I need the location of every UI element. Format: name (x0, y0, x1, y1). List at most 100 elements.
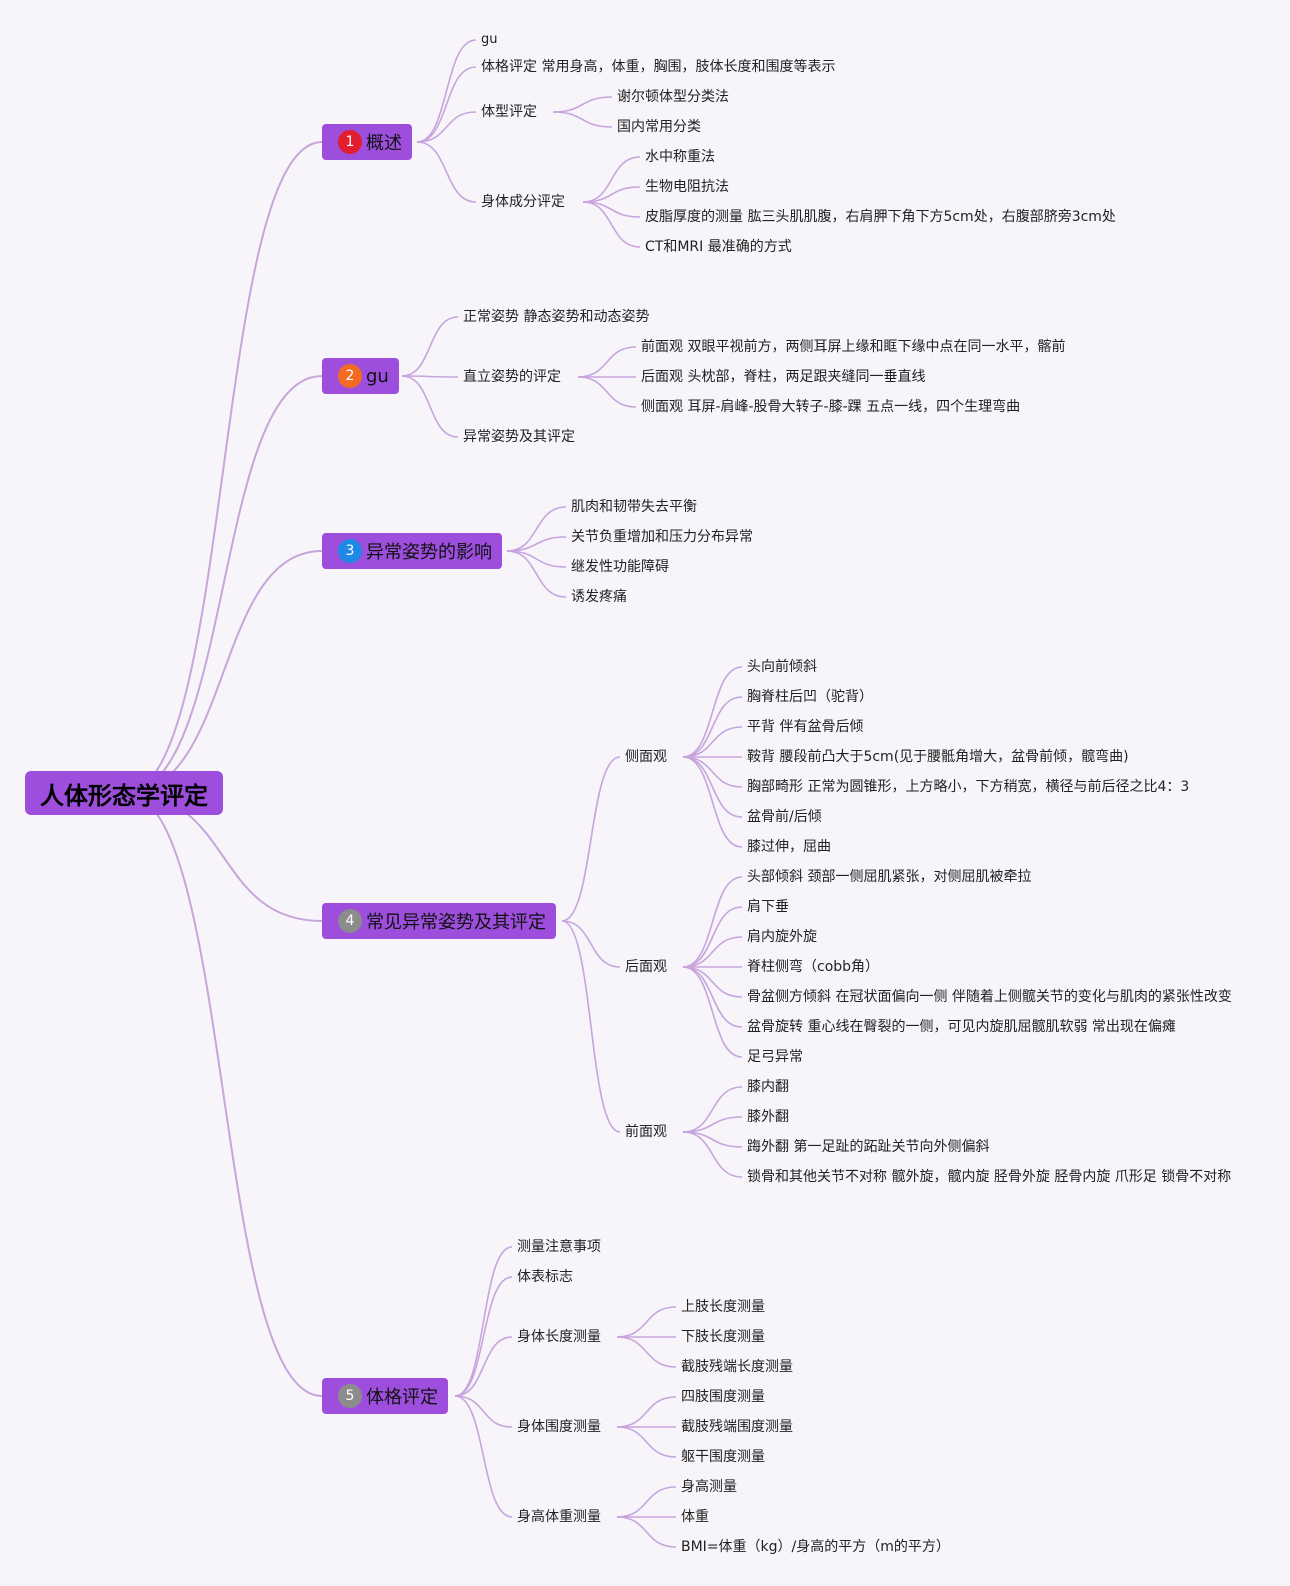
connector-line (454, 1336, 513, 1397)
topic-shoulder-rotation[interactable]: 肩内旋外旋 (747, 929, 817, 945)
branch-overview[interactable]: 1 概述 (322, 124, 412, 160)
topic-lower-limb-length[interactable]: 下肢长度测量 (681, 1329, 765, 1345)
connector-line (561, 756, 621, 922)
topic-head-tilt[interactable]: 头部倾斜 颈部一侧屈肌紧张，对侧屈肌被牵拉 (747, 869, 1032, 885)
topic-weight[interactable]: 体重 (681, 1509, 709, 1525)
connector-line (401, 316, 459, 377)
connector-line (682, 966, 743, 1028)
topic-pelvic-tilt[interactable]: 盆骨前/后倾 (747, 809, 822, 825)
number-3-icon: 3 (338, 539, 362, 563)
connector-line (682, 756, 743, 788)
topic-upright-posture[interactable]: 直立姿势的评定 (463, 369, 561, 385)
branch-label: 概述 (366, 133, 402, 154)
topic-pelvic-rotation[interactable]: 盆骨旋转 重心线在臀裂的一侧，可见内旋肌屈髋肌软弱 常出现在偏瘫 (747, 1019, 1176, 1035)
branch-abnormal-effects[interactable]: 3 异常姿势的影响 (322, 533, 502, 569)
topic-domestic-class[interactable]: 国内常用分类 (617, 119, 701, 135)
topic-stump-circumference[interactable]: 截肢残端围度测量 (681, 1419, 793, 1435)
connector-line (682, 906, 743, 968)
topic-secondary-dysfunction[interactable]: 继发性功能障碍 (571, 559, 669, 575)
connector-line (416, 141, 477, 203)
connector-line (552, 111, 613, 128)
connector-line (124, 792, 323, 1397)
topic-ct-mri[interactable]: CT和MRI 最准确的方式 (645, 239, 792, 255)
branch-label: 体格评定 (366, 1387, 438, 1408)
topic-chest-deformity[interactable]: 胸部畸形 正常为圆锥形，上方略小，下方稍宽，横径与前后径之比4：3 (747, 779, 1190, 795)
number-2-icon: 2 (338, 364, 362, 388)
topic-forward-head[interactable]: 头向前倾斜 (747, 659, 817, 675)
topic-arch-abnormality[interactable]: 足弓异常 (747, 1049, 803, 1065)
topic-anterior-view[interactable]: 前面观 (625, 1124, 667, 1140)
topic-saddle-back[interactable]: 鞍背 腰段前凸大于5cm(见于腰骶角增大，盆骨前倾，髋弯曲) (747, 749, 1129, 765)
topic-back-view[interactable]: 后面观 头枕部，脊柱，两足跟夹缝同一垂直线 (641, 369, 926, 385)
branch-gu[interactable]: 2 gu (322, 358, 399, 394)
connector-line (454, 1246, 513, 1397)
topic-genu-valgum[interactable]: 膝外翻 (747, 1109, 789, 1125)
connector-line (401, 375, 459, 378)
connector-line (682, 876, 743, 968)
topic-sheldon[interactable]: 谢尔顿体型分类法 (617, 89, 729, 105)
topic-posterior-view[interactable]: 后面观 (625, 959, 667, 975)
topic-scoliosis[interactable]: 脊柱侧弯（cobb角） (747, 959, 880, 975)
root-topic[interactable]: 人体形态学评定 (25, 771, 223, 815)
topic-abnormal-posture[interactable]: 异常姿势及其评定 (463, 429, 575, 445)
topic-hallux-valgus[interactable]: 踇外翻 第一足趾的跖趾关节向外侧偏斜 (747, 1139, 990, 1155)
topic-pelvic-lateral-tilt[interactable]: 骨盆侧方倾斜 在冠状面偏向一侧 伴随着上侧髋关节的变化与肌肉的紧张性改变 (747, 989, 1232, 1005)
topic-physique-eval[interactable]: 体格评定 常用身高，体重，胸围，肢体长度和围度等表示 (481, 59, 836, 75)
connector-line (616, 1396, 677, 1428)
topic-measure-notes[interactable]: 测量注意事项 (517, 1239, 601, 1255)
topic-normal-posture[interactable]: 正常姿势 静态姿势和动态姿势 (463, 309, 650, 325)
number-5-icon: 5 (338, 1384, 362, 1408)
number-1-icon: 1 (338, 130, 362, 154)
topic-circumference-measure[interactable]: 身体围度测量 (517, 1419, 601, 1435)
topic-length-measure[interactable]: 身体长度测量 (517, 1329, 601, 1345)
connector-line (682, 666, 743, 758)
branch-physique-assessment[interactable]: 5 体格评定 (322, 1378, 448, 1414)
topic-joint-asymmetry[interactable]: 锁骨和其他关节不对称 髋外旋，髋内旋 胫骨外旋 胫骨内旋 爪形足 锁骨不对称 (747, 1169, 1232, 1185)
topic-knee-hyperextension[interactable]: 膝过伸，屈曲 (747, 839, 831, 855)
branch-label: gu (366, 365, 389, 387)
connector-line (682, 756, 743, 848)
connector-line (506, 550, 567, 568)
topic-b1-gu[interactable]: gu (481, 32, 498, 47)
topic-height[interactable]: 身高测量 (681, 1479, 737, 1495)
branch-label: 异常姿势的影响 (366, 542, 492, 563)
topic-skinfold[interactable]: 皮脂厚度的测量 肱三头肌肌腹，右肩胛下角下方5cm处，右腹部脐旁3cm处 (645, 209, 1116, 225)
topic-genu-varum[interactable]: 膝内翻 (747, 1079, 789, 1095)
connector-line (682, 936, 743, 968)
connector-line (416, 111, 477, 143)
connector-line (416, 39, 477, 143)
connector-line (582, 186, 641, 203)
topic-lateral-view[interactable]: 侧面观 (625, 749, 667, 765)
topic-limb-circumference[interactable]: 四肢围度测量 (681, 1389, 765, 1405)
connector-line (582, 201, 641, 248)
topic-bmi[interactable]: BMI=体重（kg）/身高的平方（m的平方） (681, 1539, 950, 1555)
topic-upper-limb-length[interactable]: 上肢长度测量 (681, 1299, 765, 1315)
topic-front-view[interactable]: 前面观 双眼平视前方，两侧耳屏上缘和眶下缘中点在同一水平，髂前 (641, 339, 1066, 355)
branch-common-abnormal-postures[interactable]: 4 常见异常姿势及其评定 (322, 903, 556, 939)
topic-bioimpedance[interactable]: 生物电阻抗法 (645, 179, 729, 195)
connector-line (682, 1086, 743, 1133)
connector-line (561, 920, 621, 968)
connector-line (616, 1486, 677, 1518)
connector-line (454, 1276, 513, 1397)
topic-body-type-eval[interactable]: 体型评定 (481, 104, 537, 120)
topic-muscle-imbalance[interactable]: 肌肉和韧带失去平衡 (571, 499, 697, 515)
topic-kyphosis[interactable]: 胸脊柱后凹（驼背） (747, 689, 873, 705)
connector-line (682, 756, 743, 818)
topic-surface-landmarks[interactable]: 体表标志 (517, 1269, 573, 1285)
topic-trunk-circumference[interactable]: 躯干围度测量 (681, 1449, 765, 1465)
branch-label: 常见异常姿势及其评定 (366, 912, 546, 933)
topic-height-weight[interactable]: 身高体重测量 (517, 1509, 601, 1525)
topic-pain[interactable]: 诱发疼痛 (571, 589, 627, 605)
topic-flat-back[interactable]: 平背 伴有盆骨后倾 (747, 719, 864, 735)
topic-stump-length[interactable]: 截肢残端长度测量 (681, 1359, 793, 1375)
topic-body-composition[interactable]: 身体成分评定 (481, 194, 565, 210)
connector-line (616, 1336, 677, 1368)
topic-underwater-weighing[interactable]: 水中称重法 (645, 149, 715, 165)
connector-line (682, 1116, 743, 1133)
connector-line (682, 966, 743, 998)
topic-side-view[interactable]: 侧面观 耳屏-肩峰-股骨大转子-膝-踝 五点一线，四个生理弯曲 (641, 399, 1021, 415)
connector-line (682, 1131, 743, 1148)
topic-shoulder-drop[interactable]: 肩下垂 (747, 899, 789, 915)
topic-joint-load[interactable]: 关节负重增加和压力分布异常 (571, 529, 753, 545)
